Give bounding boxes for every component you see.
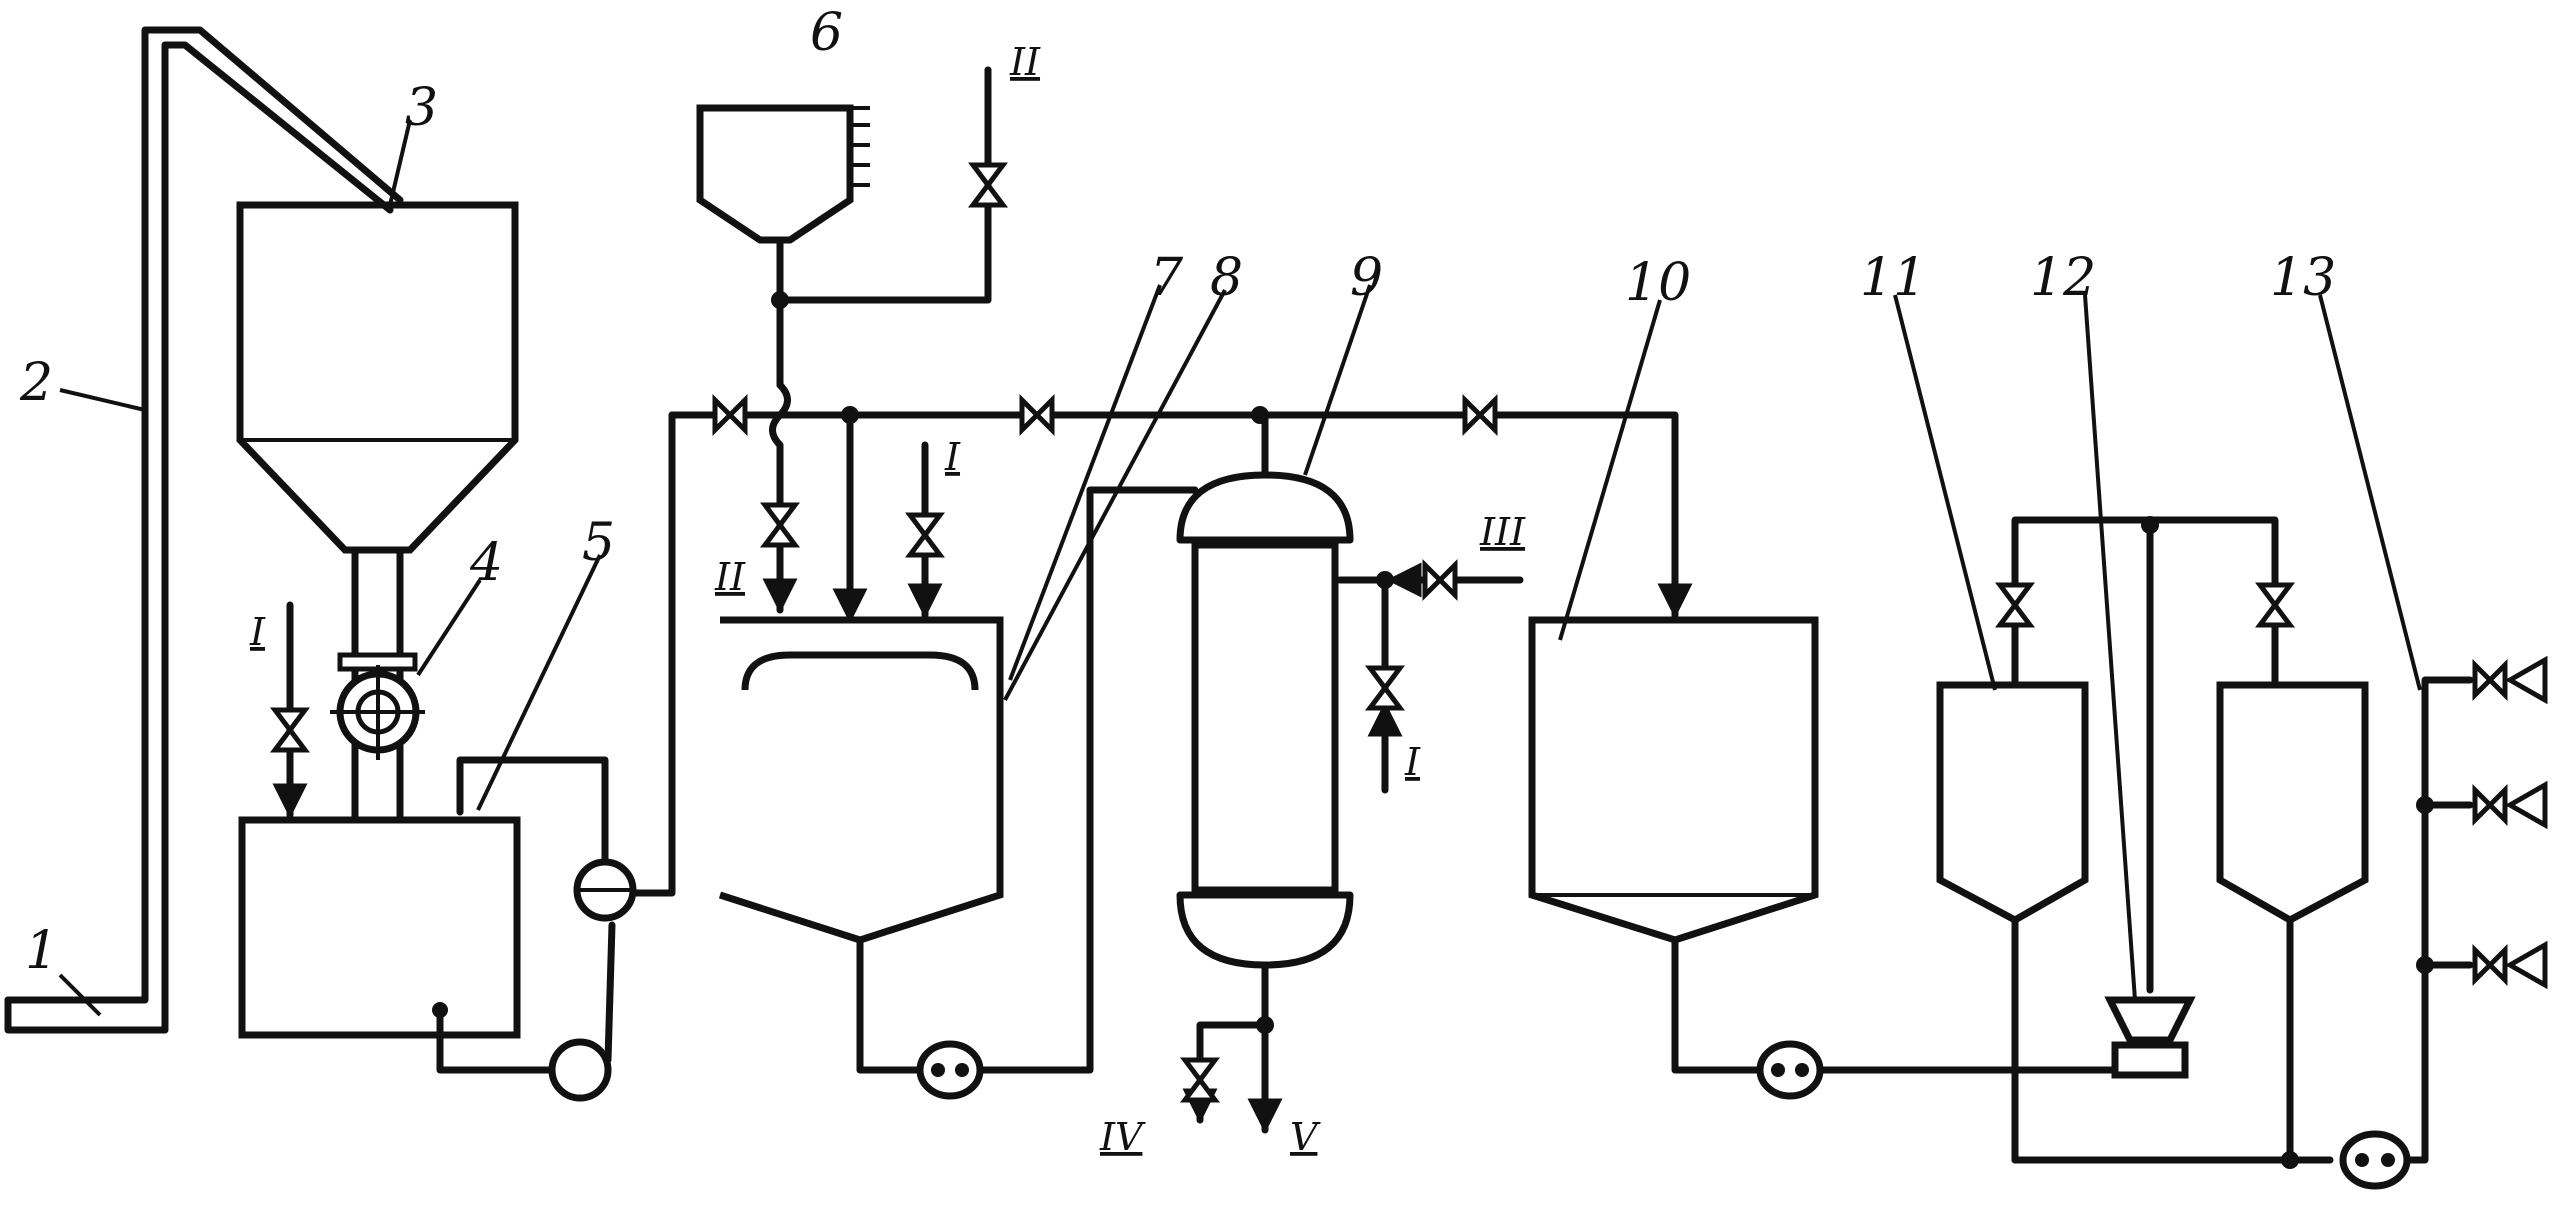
dosing-hopper [696,66,992,614]
valve-icon [270,707,310,753]
valve-icon [1995,582,2035,628]
nozzle-icon [2504,940,2548,990]
valve-icon [1180,1057,1220,1103]
label-2: 2 [19,353,53,413]
label-11: 11 [1860,248,1926,308]
valve-icon [760,502,800,548]
label-13: 13 [2270,248,2336,308]
label-3: 3 [405,78,438,138]
top-header-line [668,393,1693,619]
valve-icon [968,162,1008,208]
leader-lines [58,119,2422,1017]
stream-label-III: III [1479,510,1526,554]
label-12: 12 [2030,248,2096,308]
stream-labels: I I I II II III IV V [249,40,1526,1159]
valve-icon [1365,665,1405,711]
valve-icon [1462,393,1498,437]
receiving-tank [1528,616,2119,1100]
stream-label-IV: IV [1099,1115,1146,1159]
valve-icon [712,393,748,437]
distribution-line [2011,655,2548,1190]
stream-label-I-tank5: I [249,610,266,654]
label-6: 6 [810,3,843,63]
reactor-outlet-line [856,486,1199,1100]
valve-icon [2472,943,2508,987]
stream-label-I-column: I [1404,740,1421,784]
mixing-tank [238,816,521,1039]
label-10: 10 [1625,253,1691,313]
pump-icon [2339,1130,2411,1190]
component-labels: 1 2 3 4 5 6 7 8 9 10 11 12 13 [19,3,2336,981]
stream-label-II-top: II [1009,40,1041,84]
inlet-line-II-top [968,66,1008,299]
label-7: 7 [1150,248,1184,308]
stream-label-II-reactor: II [714,555,746,599]
label-8: 8 [1210,248,1243,308]
stream-label-I-reactor: I [944,435,961,479]
column-exchanger [1176,411,1354,1134]
label-1: 1 [25,921,58,981]
valve-icon [2472,783,2508,827]
column-side-inlets [1336,558,1524,794]
stream-label-V: V [1290,1115,1321,1159]
tank5-outlet-line [432,411,676,1102]
storage-tank-pair [1936,516,2369,1164]
small-mixer [2104,996,2196,1079]
pump-icon [548,1038,612,1102]
valve-icon [2255,582,2295,628]
label-4: 4 [469,533,503,593]
inlet-line-I-tank5 [270,601,310,819]
valve-icon [1422,558,1458,602]
valve-icon [2472,658,2508,702]
reactor-vessel [718,411,1004,1060]
valve-icon [905,512,945,558]
feed-pipe [4,26,404,1034]
nozzle-icon [2504,655,2548,705]
pump-icon [916,1040,984,1100]
label-9: 9 [1350,248,1383,308]
valve-icon [1019,393,1055,437]
label-5: 5 [582,513,615,573]
rotary-feeder [330,652,425,760]
pump-icon [1756,1040,1824,1100]
nozzle-icon [2504,780,2548,830]
